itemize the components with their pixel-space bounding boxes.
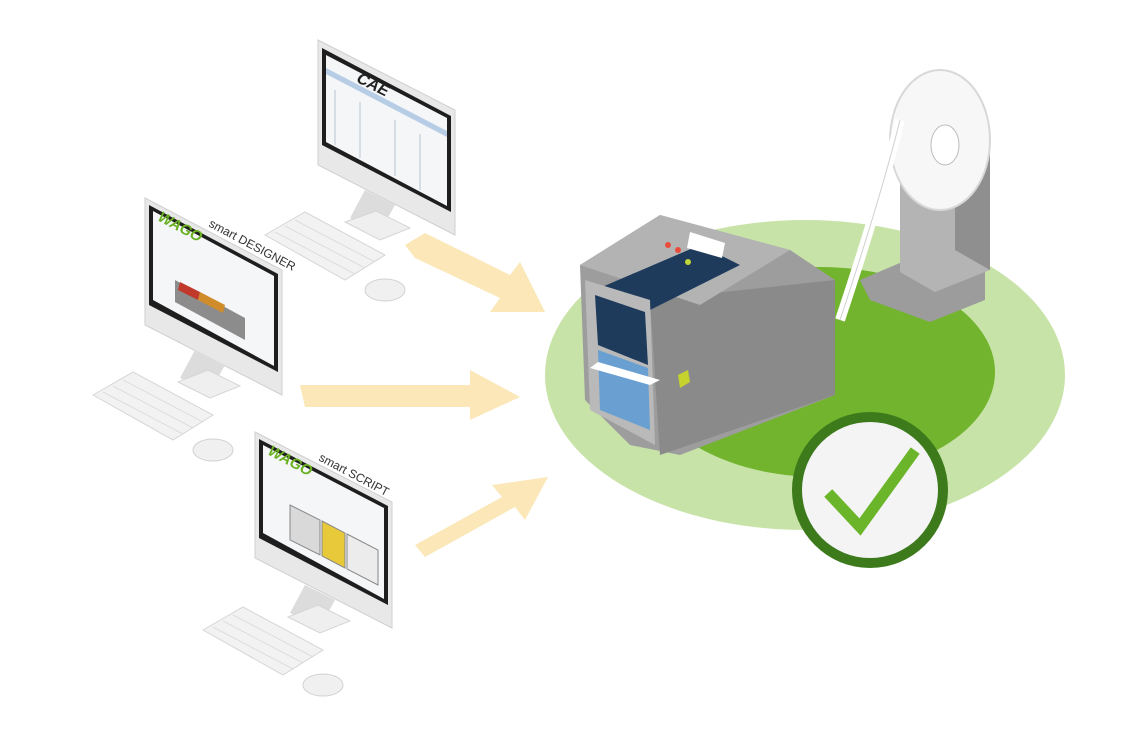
printer-icon	[580, 215, 835, 455]
arrow-icon	[405, 233, 545, 312]
keyboard-icon	[263, 211, 386, 281]
workstation-smart-script: WAGO smart SCRIPT	[201, 431, 393, 697]
keyboard-icon	[201, 606, 324, 676]
arrow-icon	[415, 477, 548, 557]
label-roll-icon	[835, 69, 991, 322]
monitor-icon: CAE	[317, 39, 456, 241]
checkmark-icon	[792, 412, 948, 568]
monitor-icon: WAGO smart DESIGNER	[144, 197, 298, 399]
mouse-icon	[364, 278, 406, 302]
keyboard-icon	[91, 371, 214, 441]
monitor-icon: WAGO smart SCRIPT	[254, 431, 393, 634]
workstation-smart-designer: WAGO smart DESIGNER	[91, 197, 298, 462]
workstation-cae: CAE	[263, 39, 456, 302]
mouse-icon	[192, 438, 234, 462]
arrow-icon	[300, 370, 520, 420]
mouse-icon	[302, 673, 344, 697]
